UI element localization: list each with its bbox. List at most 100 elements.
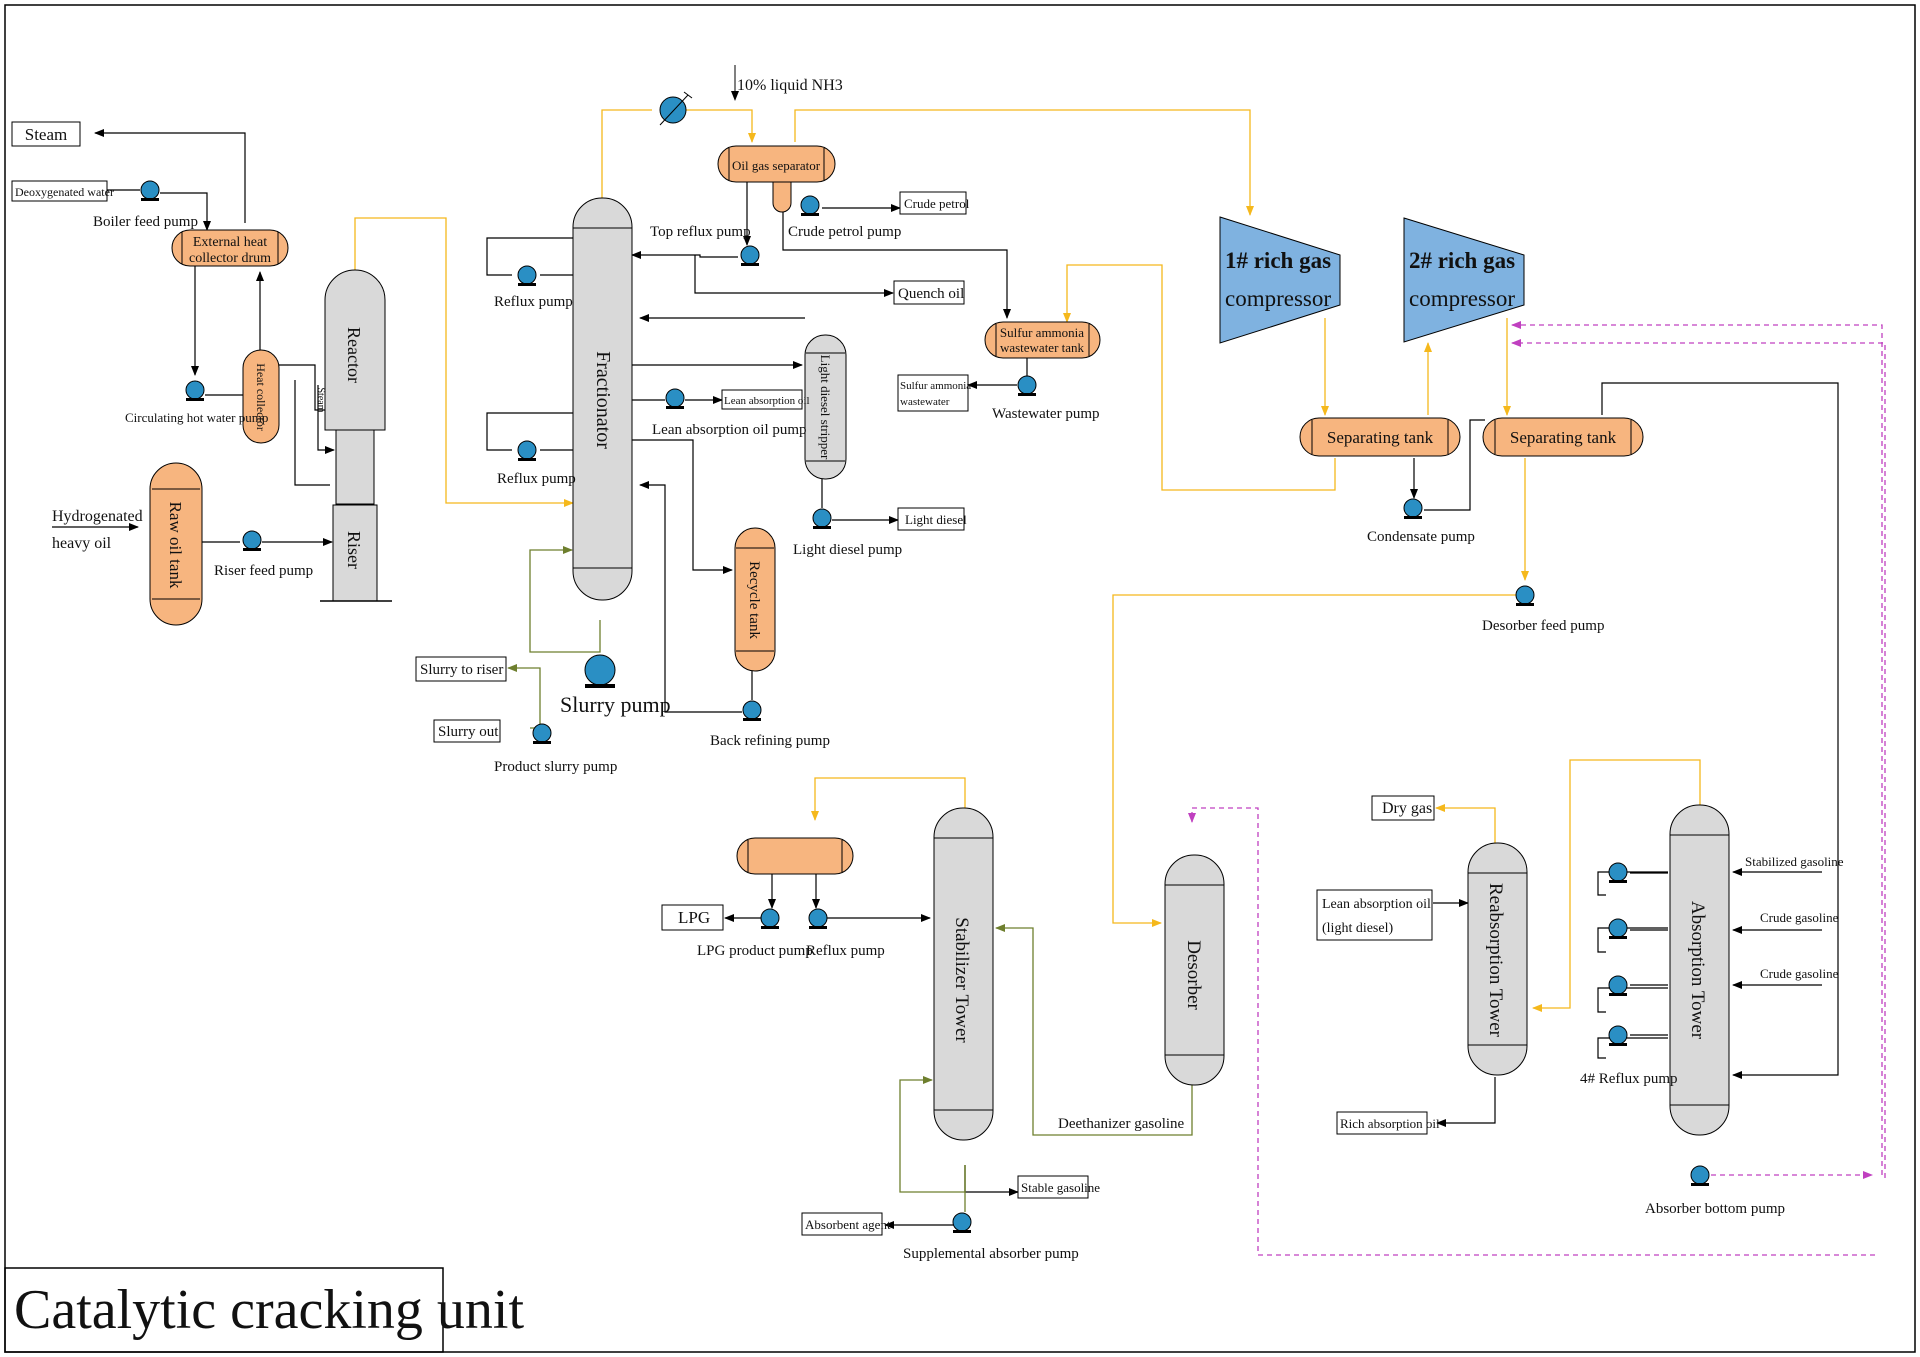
- supplemental-absorber-pump-icon: [952, 1212, 972, 1234]
- steam-out-label: Steam: [25, 125, 68, 144]
- fractionator-label: Fractionator: [592, 351, 614, 449]
- magenta-piping: [1188, 321, 1886, 1256]
- deoxygenated-water-label: Deoxygenated water: [15, 185, 114, 199]
- crude-gasoline-2-label: Crude gasoline: [1760, 966, 1839, 981]
- desorber-feed-pump-icon: [1515, 585, 1535, 607]
- reflux-pump-1-label: Reflux pump: [494, 294, 573, 310]
- deoxygenated-water-box: [11, 180, 108, 202]
- heat-collector: [242, 349, 280, 444]
- desorber: [1164, 854, 1225, 1086]
- condensate-pump-label: Condensate pump: [1367, 529, 1475, 545]
- steam-out-box: [11, 121, 81, 147]
- boiler-feed-pump-label: Boiler feed pump: [93, 214, 198, 230]
- back-refining-pump-label: Back refining pump: [710, 733, 830, 749]
- top-reflux-pump-label: Top reflux pump: [650, 224, 751, 240]
- quench-oil-box-label: Quench oil: [898, 286, 964, 302]
- light-diesel-stripper: [804, 334, 847, 480]
- riser: [332, 504, 378, 602]
- circulating-pump-label: Circulating hot water pump: [125, 410, 268, 425]
- top-reflux-pump-icon: [740, 245, 760, 267]
- reflux-4-pump-label: 4# Reflux pump: [1580, 1071, 1678, 1087]
- boiler-feed-pump-icon: [140, 180, 160, 202]
- recycle-tank-label: Recycle tank: [746, 561, 762, 639]
- desorber-label: Desorber: [1183, 940, 1204, 1010]
- light-diesel-stripper-label: Light diesel stripper: [818, 355, 833, 460]
- separating-tank-1: [1299, 417, 1461, 457]
- absorption-tower-label: Absorption Tower: [1687, 901, 1708, 1040]
- external-heat-collector-drum: [171, 229, 289, 267]
- compressor1-label-2: compressor: [1225, 286, 1331, 311]
- reactor-label: Reactor: [344, 327, 364, 383]
- crude-gasoline-1-label: Crude gasoline: [1760, 910, 1839, 925]
- liquid-nh3-label: 10% liquid NH3: [737, 77, 843, 94]
- reflux-pump-2-icon: [517, 440, 537, 462]
- lean-absorption-light-label-1: Lean absorption oil: [1322, 897, 1431, 912]
- yellow-piping: [354, 109, 1701, 1012]
- slurry-pump-label: Slurry pump: [560, 692, 671, 717]
- separating-tank-2: [1482, 417, 1644, 457]
- lpg-label: LPG: [678, 908, 710, 927]
- lean-absorption-pump-label: Lean absorption oil pump: [652, 422, 807, 438]
- sulfur-ammonia-tank: [984, 321, 1101, 359]
- diagram-title: Catalytic cracking unit: [14, 1279, 524, 1341]
- riser-feed-pump-icon: [242, 530, 262, 552]
- riser-feed-pump-label: Riser feed pump: [214, 563, 313, 579]
- raw-oil-tank: [149, 462, 203, 626]
- slurry-out-label: Slurry out: [438, 724, 499, 740]
- absorber-bottom-pump-icon: [1690, 1165, 1710, 1187]
- separating-tank-1-label: Separating tank: [1327, 428, 1434, 447]
- rich-absorption-oil-label: Rich absorption oil: [1340, 1116, 1440, 1131]
- lpg-product-pump-label: LPG product pump: [697, 943, 813, 959]
- wastewater-pump-icon: [1017, 375, 1037, 397]
- hydrogenated-label-1: Hydrogenated: [52, 508, 143, 525]
- crude-petrol-box-label: Crude petrol: [904, 196, 970, 211]
- absorption-tower: [1669, 804, 1730, 1136]
- dry-gas-label: Dry gas: [1382, 800, 1432, 817]
- pump-labels: Boiler feed pump Circulating hot water p…: [93, 214, 1785, 1262]
- absorber-reflux-pump-3-icon: [1608, 975, 1628, 997]
- slurry-to-riser-label: Slurry to riser: [420, 662, 503, 678]
- condensate-pump-icon: [1403, 498, 1423, 520]
- desorber-feed-pump-label: Desorber feed pump: [1482, 618, 1604, 634]
- stabilizer-reflux-drum: [736, 837, 854, 875]
- compressor-1: [1219, 216, 1341, 344]
- separating-tank-2-label: Separating tank: [1510, 428, 1617, 447]
- drum-label-1: External heat: [193, 235, 267, 250]
- reflux-pump-2-label: Reflux pump: [497, 471, 576, 487]
- lpg-product-pump-icon: [760, 908, 780, 930]
- absorber-reflux-pump-4-icon: [1608, 1025, 1628, 1047]
- stream-boxes: Crude petrol Quench oil Lean absorption …: [415, 191, 1844, 1236]
- stabilizer-reflux-pump-icon: [808, 908, 828, 930]
- sulfur-ww-box-label-2: wastewater: [900, 396, 950, 408]
- product-slurry-pump-label: Product slurry pump: [494, 759, 617, 775]
- sulfur-tank-label-1: Sulfur ammonia: [1000, 325, 1084, 340]
- hydrogenated-label-2: heavy oil: [52, 535, 112, 552]
- stabilized-gasoline-label: Stabilized gasoline: [1745, 854, 1844, 869]
- stabilizer-reflux-pump-label: Reflux pump: [806, 943, 885, 959]
- title-box: [4, 1267, 444, 1353]
- lean-absorption-light-label-2: (light diesel): [1322, 921, 1393, 936]
- condenser-icon: [659, 91, 693, 126]
- light-diesel-pump-label: Light diesel pump: [793, 542, 902, 558]
- light-diesel-box-label: Light diesel: [905, 512, 967, 527]
- sulfur-ww-box-label-1: Sulfur ammonia: [900, 380, 971, 392]
- compressor2-label-1: 2# rich gas: [1409, 248, 1515, 273]
- absorber-reflux-pump-1-icon: [1608, 862, 1628, 884]
- steam-in-label: Steam: [315, 388, 326, 413]
- absorber-reflux-pump-2-icon: [1608, 918, 1628, 940]
- light-diesel-pump-icon: [812, 508, 832, 530]
- drum-label-2: collector drum: [189, 251, 271, 266]
- recycle-tank: [734, 527, 776, 672]
- heat-collector-label: Heat collector: [254, 363, 268, 431]
- fractionator: [572, 197, 633, 601]
- reflux-pump-1-icon: [517, 265, 537, 287]
- olive-piping: [507, 546, 1193, 1212]
- absorbent-agent-label: Absorbent agent: [805, 1217, 891, 1232]
- stabilizer-tower-label: Stabilizer Tower: [951, 917, 972, 1043]
- page-frame: [4, 4, 1916, 1353]
- compressor2-label-2: compressor: [1409, 286, 1515, 311]
- raw-oil-tank-label: Raw oil tank: [166, 502, 185, 589]
- back-refining-pump-icon: [742, 700, 762, 722]
- stable-gasoline-label: Stable gasoline: [1021, 1180, 1100, 1195]
